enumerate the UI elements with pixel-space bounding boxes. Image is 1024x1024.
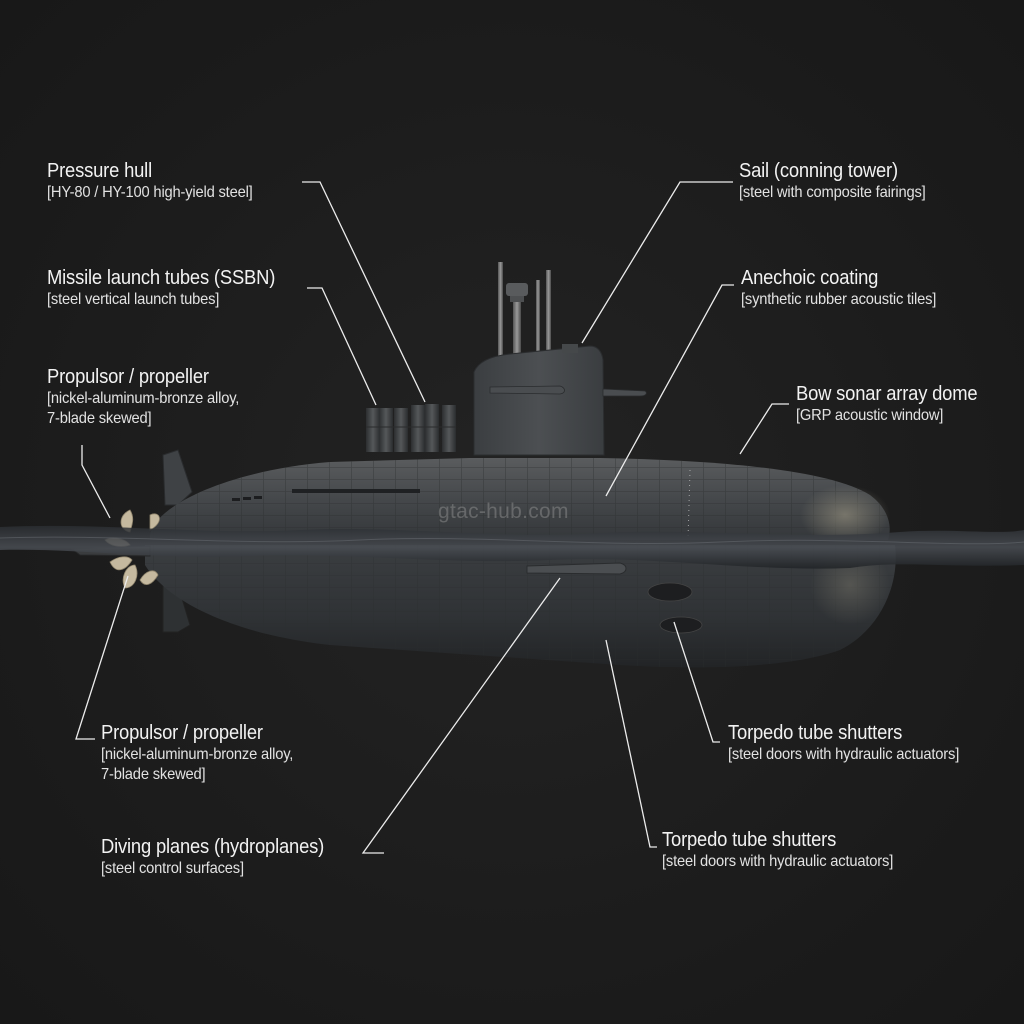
callout-title: Propulsor / propeller bbox=[101, 722, 263, 744]
callout-torpedo-shutters-lower: Torpedo tube shutters [steel doors with … bbox=[662, 829, 913, 872]
torpedo-tube-door bbox=[659, 616, 703, 634]
callout-title: Bow sonar array dome bbox=[796, 383, 978, 405]
callout-material: [steel vertical launch tubes] bbox=[47, 291, 220, 308]
callout-material: [steel control surfaces] bbox=[101, 860, 244, 877]
upper-rudder bbox=[162, 449, 193, 506]
callout-title: Missile launch tubes (SSBN) bbox=[47, 267, 276, 289]
callout-pressure-hull: Pressure hull [HY-80 / HY-100 high-yield… bbox=[47, 160, 270, 203]
callout-title: Anechoic coating bbox=[741, 267, 879, 289]
callout-propulsor-lower: Propulsor / propeller [nickel-aluminum-b… bbox=[101, 722, 310, 785]
callout-bow-sonar-dome: Bow sonar array dome [GRP acoustic windo… bbox=[796, 383, 993, 426]
callout-missile-launch-tubes: Missile launch tubes (SSBN) [steel verti… bbox=[47, 267, 295, 310]
masts bbox=[498, 262, 551, 356]
missile-launch-tubes bbox=[366, 404, 456, 452]
callout-propulsor-upper: Propulsor / propeller [nickel-aluminum-b… bbox=[47, 366, 256, 429]
callout-title: Torpedo tube shutters bbox=[728, 722, 903, 744]
callout-anechoic-coating: Anechoic coating [synthetic rubber acous… bbox=[741, 267, 953, 310]
callout-title: Pressure hull bbox=[47, 160, 152, 182]
callout-torpedo-shutters-upper: Torpedo tube shutters [steel doors with … bbox=[728, 722, 979, 765]
callout-sail: Sail (conning tower) [steel with composi… bbox=[739, 160, 942, 203]
callout-material: [HY-80 / HY-100 high-yield steel] bbox=[47, 184, 253, 201]
sail bbox=[473, 345, 605, 456]
callout-material: 7-blade skewed] bbox=[47, 410, 152, 427]
callout-title: Diving planes (hydroplanes) bbox=[101, 836, 325, 858]
callout-material: [steel with composite fairings] bbox=[739, 184, 926, 201]
water-surface bbox=[0, 525, 1024, 569]
callout-material: [GRP acoustic window] bbox=[796, 407, 944, 424]
callout-material: [nickel-aluminum-bronze alloy, bbox=[47, 390, 240, 407]
callout-material: [steel doors with hydraulic actuators] bbox=[728, 746, 960, 763]
callout-material: [nickel-aluminum-bronze alloy, bbox=[101, 746, 294, 763]
watermark: gtac-hub.com bbox=[438, 500, 569, 523]
callout-diving-planes: Diving planes (hydroplanes) [steel contr… bbox=[101, 836, 344, 879]
callout-material: 7-blade skewed] bbox=[101, 766, 206, 783]
callout-title: Propulsor / propeller bbox=[47, 366, 209, 388]
callout-title: Torpedo tube shutters bbox=[662, 829, 837, 851]
callout-material: [synthetic rubber acoustic tiles] bbox=[741, 291, 937, 308]
diving-plane bbox=[526, 562, 627, 575]
callout-title: Sail (conning tower) bbox=[739, 160, 898, 182]
leader-lines bbox=[75, 181, 789, 854]
sail-plane bbox=[489, 385, 565, 395]
torpedo-tube-door bbox=[647, 582, 693, 602]
callout-material: [steel doors with hydraulic actuators] bbox=[662, 853, 894, 870]
